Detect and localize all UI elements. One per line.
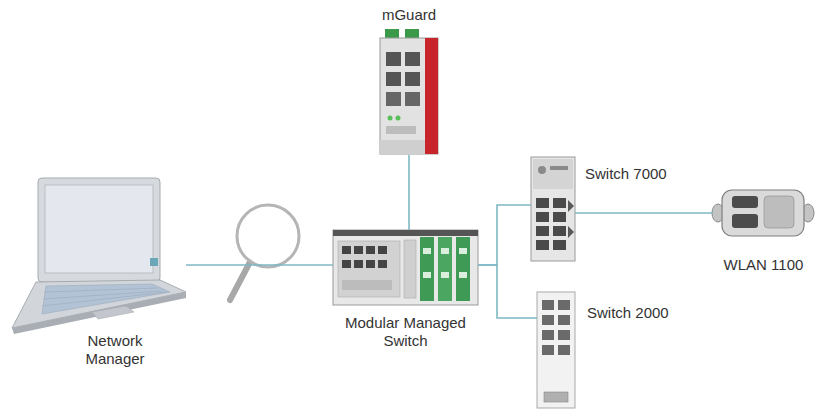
device-label: WLAN 1100 bbox=[703, 256, 824, 274]
modular-switch-illustration-part bbox=[441, 248, 449, 254]
switch-7000-illustration-part bbox=[553, 240, 566, 250]
network-link bbox=[186, 264, 333, 266]
device-node: Switch 2000 bbox=[537, 292, 575, 408]
mguard-illustration-part bbox=[396, 116, 401, 121]
mguard-illustration-part bbox=[425, 38, 438, 154]
mguard-illustration-part bbox=[386, 52, 401, 66]
network-link bbox=[575, 212, 713, 214]
switch-7000-illustration-part bbox=[553, 226, 566, 236]
modular-switch-illustration-part bbox=[354, 260, 363, 268]
network-link bbox=[408, 155, 410, 230]
modular-switch-illustration-part bbox=[438, 237, 452, 301]
modular-switch-illustration-part bbox=[459, 272, 467, 278]
laptop-illustration-part bbox=[42, 292, 167, 306]
modular-switch-illustration-part bbox=[333, 230, 478, 236]
device-node: Switch 7000 bbox=[531, 157, 575, 262]
modular-switch-illustration-part bbox=[420, 237, 434, 301]
mguard-illustration-part bbox=[388, 116, 393, 121]
modular-switch-illustration-part bbox=[378, 246, 387, 254]
modular-switch-illustration-part bbox=[342, 246, 351, 254]
switch-2000-illustration-part bbox=[558, 315, 570, 325]
mguard-illustration bbox=[380, 29, 438, 154]
mguard-illustration-part bbox=[405, 52, 420, 66]
wlan-illustration bbox=[712, 190, 814, 236]
mguard-illustration-part bbox=[386, 72, 401, 86]
switch-2000-illustration-part bbox=[542, 315, 554, 325]
switch-7000-illustration bbox=[531, 157, 575, 261]
modular-switch-illustration-part bbox=[441, 272, 449, 278]
switch-2000-illustration-part bbox=[542, 330, 554, 340]
switch-2000-illustration-part bbox=[558, 330, 570, 340]
switch-2000-illustration-part bbox=[558, 345, 570, 355]
modular-switch-illustration-part bbox=[378, 260, 387, 268]
network-link bbox=[478, 205, 531, 265]
device-label: Network Manager bbox=[73, 332, 157, 368]
device-node: Network Manager bbox=[5, 178, 186, 330]
switch-7000-illustration-part bbox=[568, 226, 574, 238]
laptop-illustration-part bbox=[12, 280, 186, 328]
device-node: WLAN 1100 bbox=[713, 190, 814, 236]
switch-7000-illustration-part bbox=[536, 212, 549, 222]
device-label: Switch 7000 bbox=[585, 165, 695, 183]
switch-2000-illustration-part bbox=[544, 392, 568, 402]
switch-7000-illustration-part bbox=[538, 166, 546, 174]
modular-switch-illustration-part bbox=[366, 260, 375, 268]
switch-2000-illustration-part bbox=[558, 300, 570, 310]
modular-switch-illustration-part bbox=[342, 280, 392, 290]
laptop-illustration-part bbox=[44, 288, 158, 292]
laptop-illustration bbox=[12, 178, 186, 334]
wlan-illustration-part bbox=[764, 196, 794, 228]
modular-switch-illustration-part bbox=[456, 237, 470, 301]
switch-7000-illustration-part bbox=[536, 240, 549, 250]
mguard-illustration-part bbox=[386, 92, 401, 106]
wlan-illustration-part bbox=[732, 196, 758, 208]
switch-7000-illustration-part bbox=[536, 226, 549, 236]
device-node: Modular Managed Switch bbox=[333, 230, 478, 305]
switch-7000-illustration-part bbox=[568, 200, 574, 212]
magnifier-symbol-part bbox=[230, 262, 250, 300]
modular-switch-illustration-part bbox=[459, 248, 467, 254]
switch-2000-illustration bbox=[537, 292, 575, 408]
device-label: mGuard bbox=[349, 6, 469, 24]
switch-7000-illustration-part bbox=[550, 166, 568, 170]
modular-switch-illustration bbox=[333, 230, 478, 305]
modular-switch-illustration-part bbox=[342, 260, 351, 268]
mguard-illustration-part bbox=[405, 92, 420, 106]
switch-7000-illustration-part bbox=[533, 159, 573, 189]
mguard-illustration-part bbox=[386, 126, 416, 134]
laptop-illustration-part bbox=[92, 306, 134, 319]
laptop-illustration-part bbox=[38, 178, 160, 282]
device-label: Switch 2000 bbox=[587, 304, 697, 322]
magnifier-symbol bbox=[230, 205, 299, 300]
switch-2000-illustration-part bbox=[542, 345, 554, 355]
modular-switch-illustration-part bbox=[404, 240, 416, 298]
wlan-illustration-part bbox=[732, 214, 758, 228]
switch-7000-illustration-part bbox=[531, 157, 575, 261]
network-link bbox=[478, 265, 537, 318]
magnifier-symbol-part bbox=[237, 205, 299, 267]
device-node: mGuard bbox=[378, 30, 440, 155]
device-label: Modular Managed Switch bbox=[345, 314, 466, 350]
modular-switch-illustration-part bbox=[338, 241, 400, 297]
mguard-illustration-part bbox=[405, 72, 420, 86]
modular-switch-illustration-part bbox=[423, 272, 431, 278]
laptop-illustration-part bbox=[150, 258, 158, 266]
switch-2000-illustration-part bbox=[542, 300, 554, 310]
mguard-illustration-part bbox=[380, 38, 438, 154]
switch-7000-illustration-part bbox=[553, 212, 566, 222]
wlan-illustration-part bbox=[722, 190, 804, 236]
modular-switch-illustration-part bbox=[354, 246, 363, 254]
modular-switch-illustration-part bbox=[366, 246, 375, 254]
switch-7000-illustration-part bbox=[553, 198, 566, 208]
switch-7000-illustration-part bbox=[536, 198, 549, 208]
laptop-illustration-part bbox=[45, 185, 153, 273]
mguard-illustration-part bbox=[380, 140, 425, 154]
modular-switch-illustration-part bbox=[423, 248, 431, 254]
laptop-illustration-part bbox=[43, 291, 163, 299]
modular-switch-illustration-part bbox=[333, 230, 478, 305]
switch-2000-illustration-part bbox=[537, 292, 575, 408]
